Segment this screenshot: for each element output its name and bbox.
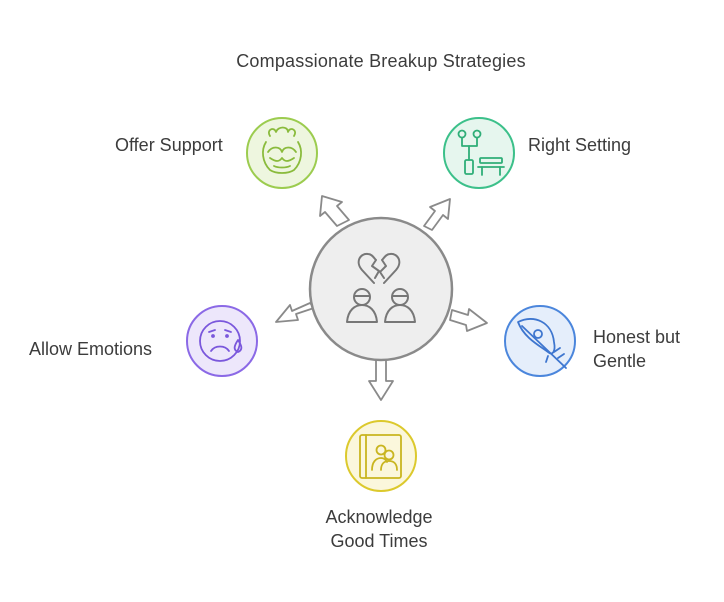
arrow-honest-gentle <box>449 308 488 332</box>
park-bench-icon <box>457 129 505 176</box>
node-right-setting <box>443 117 515 189</box>
label-right-setting: Right Setting <box>528 135 632 155</box>
arrow-allow-emotions <box>275 302 315 323</box>
label-acknowledge: Acknowledge Good Times <box>325 507 433 551</box>
photo-album-icon <box>359 434 402 479</box>
broken-heart-two-people-icon <box>346 252 416 323</box>
node-acknowledge <box>345 420 417 492</box>
hug-icon <box>262 126 302 174</box>
arrow-right-setting <box>423 198 451 231</box>
label-allow-emotions: Allow Emotions <box>29 339 153 359</box>
node-honest-gentle <box>504 305 576 377</box>
label-honest-gentle: Honest but Gentle <box>593 327 681 371</box>
center-hub <box>308 216 454 362</box>
crying-face-icon <box>199 320 243 362</box>
feather-icon <box>517 318 567 369</box>
diagram-title: Compassionate Breakup Strategies <box>236 51 526 71</box>
node-offer-support <box>246 117 318 189</box>
arrows <box>275 195 488 401</box>
arrow-acknowledge <box>368 358 394 401</box>
arrow-offer-support <box>319 195 350 227</box>
node-allow-emotions <box>186 305 258 377</box>
label-offer-support: Offer Support <box>115 135 223 155</box>
